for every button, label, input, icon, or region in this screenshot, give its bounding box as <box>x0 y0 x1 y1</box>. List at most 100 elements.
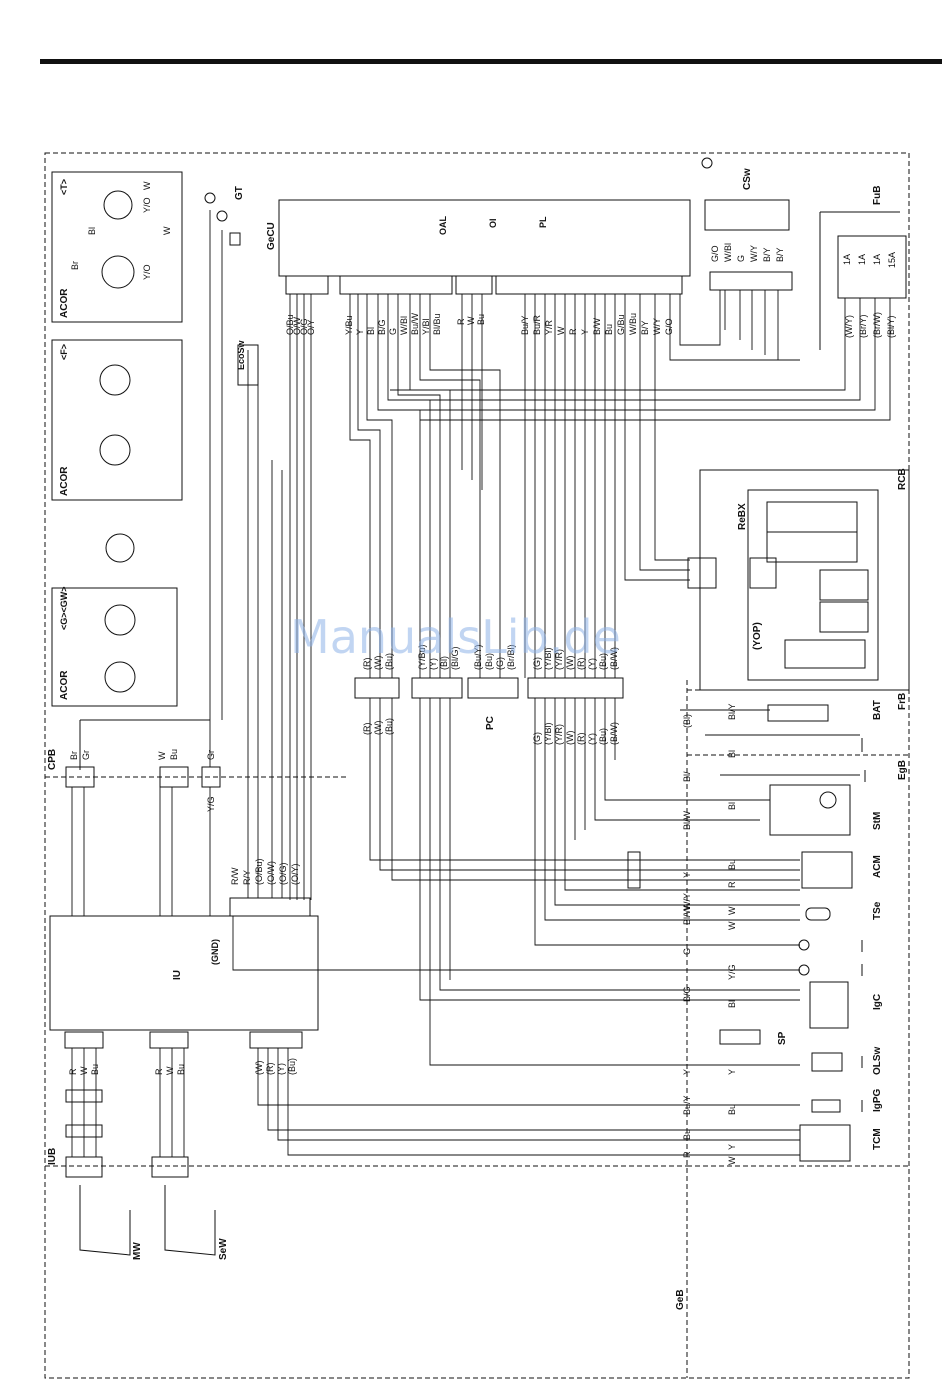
ecu-pin-label: Bu/R <box>532 314 542 335</box>
acor-label-3: ACOR <box>59 670 70 700</box>
ecu-pin-label: B/G <box>377 319 387 335</box>
connector-label: (Y/R) <box>554 724 564 745</box>
right-wire-label: Bl/W <box>682 905 692 925</box>
egb-label: EgB <box>897 760 908 780</box>
connector-label: (Bu) <box>384 718 394 735</box>
geb-frame <box>44 152 910 1379</box>
starter-motor-box <box>769 784 851 836</box>
cpb-pin-label: Gr <box>206 750 216 760</box>
gt-label: GT <box>234 186 245 200</box>
connector-label: (Bu) <box>484 653 494 670</box>
iu-top-pin-label: (O/W) <box>266 861 276 885</box>
ecu-pin-label: O/G <box>299 318 309 335</box>
olsw-label: OLSw <box>872 1046 883 1075</box>
tse-label: TSe <box>872 901 883 920</box>
right-wire-label: Bu <box>727 859 737 870</box>
sp-label: SP <box>777 1031 788 1045</box>
ecu-pin-label: R <box>568 328 578 335</box>
right-wire-label: Bl <box>727 750 737 758</box>
right-wire-label: Bl <box>727 1000 737 1008</box>
iu-bottom-pin-label: (Y) <box>276 1063 286 1075</box>
ecu-pin-label: O/Y <box>306 319 316 335</box>
acm-box <box>801 851 853 889</box>
ecu-pin-label: Y/Bu <box>344 315 354 335</box>
fub-box <box>837 235 907 299</box>
iu-top-pin-label: (O/Y) <box>290 863 300 885</box>
iu-bottom-pin-label: (W) <box>254 1061 264 1076</box>
connector-label: (R) <box>362 658 372 671</box>
acor-pin-label: Br <box>70 261 80 270</box>
iu-bottom-pin-label: Bu <box>90 1064 100 1075</box>
fuse-2: 1A <box>857 254 867 265</box>
connector-label: (Y) <box>587 658 597 670</box>
ecu-pin-label: O/W <box>292 316 302 335</box>
frb-label: FrB <box>897 693 908 710</box>
ecu-label: GeCU <box>266 222 277 250</box>
ecu-led-oi: OI <box>488 218 498 228</box>
ecu-pin-label: G/O <box>664 318 674 335</box>
ecu-pin-label: R <box>456 318 466 325</box>
right-wire-label: B/G <box>682 986 692 1002</box>
fuse-4: 15A <box>887 252 897 268</box>
ecu-led-oal: OAL <box>438 216 448 236</box>
ecu-pin-label: Y/Bl <box>421 318 431 335</box>
iu-bottom-pin-label: W <box>79 1066 89 1075</box>
ecu-pin-label: W/Y <box>652 318 662 335</box>
fuse-1: 1A <box>842 254 852 265</box>
page-header-rule <box>40 59 942 64</box>
csw-pin-label: G/O <box>710 245 720 262</box>
ecu-pin-label: Bu <box>604 324 614 335</box>
tse-symbol <box>805 907 831 921</box>
acor-pin-label: Y/O <box>142 197 152 213</box>
ecu-pin-label: Bl/Bu <box>432 313 442 335</box>
connector-label: (G) <box>495 657 505 670</box>
right-wire-label: Bl <box>727 802 737 810</box>
stm-label: StM <box>872 812 883 830</box>
iu-top-pin-label: R/Y <box>242 870 252 885</box>
csw-pin-label: W/Bl <box>723 243 733 262</box>
connector-label: (R) <box>576 658 586 671</box>
connector-label: (W) <box>565 656 575 671</box>
csw-pin-label: B/Y <box>762 247 772 262</box>
acor-pin-label: Bl <box>87 227 97 235</box>
connector-label: (G) <box>532 657 542 670</box>
connector-label: (Br/Bl) <box>506 645 516 671</box>
csw-pin-label: G <box>736 255 746 262</box>
right-wire-label: Y <box>727 1144 737 1150</box>
ecu-pin-label: Bu <box>476 314 486 325</box>
yop-label: (YOP) <box>752 622 763 650</box>
rcb-box <box>699 469 910 691</box>
iu-bottom-pin-label: W <box>165 1066 175 1075</box>
right-wire-label: G <box>682 948 692 955</box>
connector-label: (Bu/Y) <box>473 644 483 670</box>
csw-pin-label: B/Y <box>775 247 785 262</box>
iu-bottom-pin-label: (R) <box>265 1063 275 1076</box>
acor-type-1: <T> <box>59 179 69 195</box>
acor-box-3 <box>51 587 178 707</box>
right-wire-label: R <box>727 881 737 888</box>
right-wire-label: W <box>727 1156 737 1165</box>
right-wire-label: Y/G <box>727 964 737 980</box>
connector-label: (Bu) <box>598 728 608 745</box>
acor-pin-label: W <box>162 226 172 235</box>
iu-top-pin-label: (O/G) <box>278 863 288 886</box>
acor-label-2: ACOR <box>59 466 70 496</box>
right-wire-label: Bu/Y <box>682 1095 692 1115</box>
rebx-box <box>747 489 879 681</box>
right-wire-label: Bl/ <box>682 771 692 782</box>
igpg-label: IgPG <box>872 1088 883 1112</box>
acor-type-3: <G><GW> <box>59 586 69 630</box>
connector-label: (Y/Bl) <box>543 722 553 745</box>
ecu-pin-label: G/Bu <box>616 314 626 335</box>
ecu-pin-label: O/Bu <box>285 314 295 335</box>
rebx-label: ReBX <box>737 503 748 530</box>
fub-wire-label: (Br/Y) <box>858 314 868 338</box>
right-wire-label: W/Y <box>682 893 692 910</box>
connector-label: (W) <box>373 721 383 736</box>
connector-label: (Y/R) <box>554 649 564 670</box>
tcm-label: TCM <box>872 1128 883 1150</box>
ecu-pin-label: W <box>466 316 476 325</box>
connector-label: (W) <box>373 656 383 671</box>
ecu-box <box>278 199 691 277</box>
connector-label: (Bu) <box>384 653 394 670</box>
